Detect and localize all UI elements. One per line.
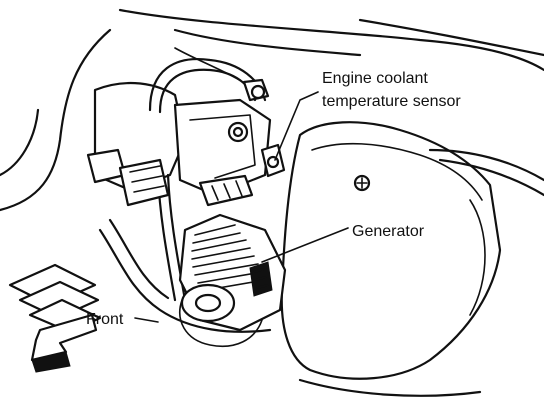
- engine-block: [86, 47, 286, 333]
- front-label: Front: [86, 311, 124, 328]
- engine-bay-outline: [0, 8, 544, 397]
- engine-coolant-temperature-sensor-label-line2: temperature sensor: [322, 93, 461, 110]
- front-leader: [134, 317, 159, 323]
- generator-label: Generator: [352, 223, 425, 240]
- engine-coolant-temperature-sensor-label-line1: Engine coolant: [322, 70, 428, 87]
- generator-illustration: [178, 213, 287, 347]
- coolant-sensor-leader: [274, 91, 319, 161]
- generator-leader: [261, 227, 349, 263]
- front-direction-arrow-icon: [8, 263, 102, 373]
- leader-lines: [134, 91, 349, 323]
